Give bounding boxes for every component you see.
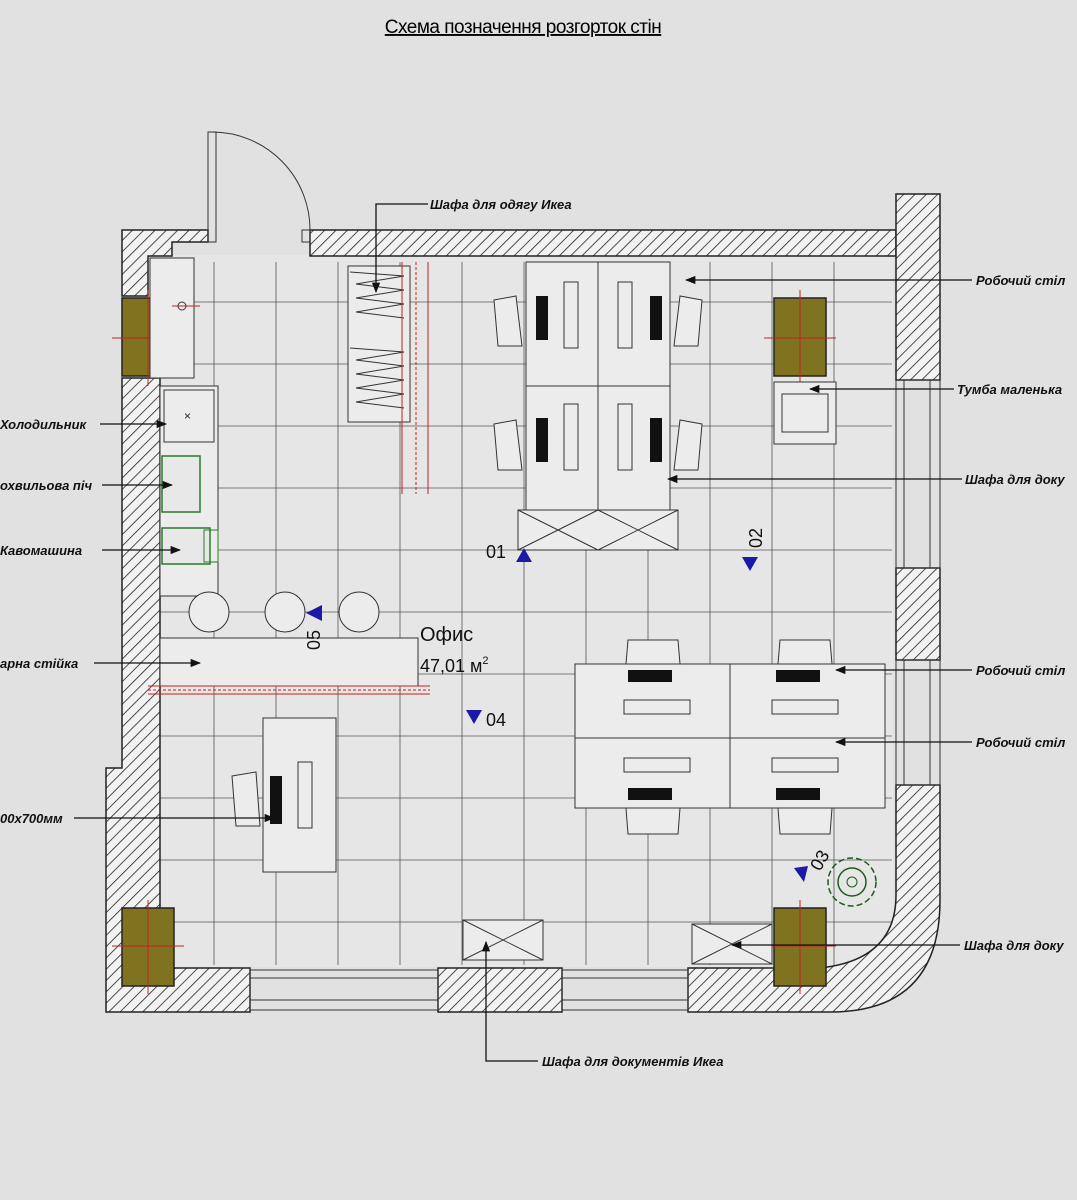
windows — [249, 379, 941, 1011]
document-shelves — [462, 919, 773, 965]
single-desk — [231, 717, 337, 873]
microwave — [161, 455, 201, 513]
plan-title: Схема позначення розгорток стін — [385, 17, 661, 38]
room-area: 47,01 м2 — [420, 655, 489, 676]
entrance-door — [207, 131, 311, 243]
viewpoint-04-icon — [466, 710, 482, 724]
viewpoint-02-label: 02 — [746, 528, 766, 548]
viewpoint-05-label: 05 — [304, 630, 324, 650]
callouts: Шафа для одягу Икеа Робочий стіл Тумба м… — [0, 197, 1065, 1069]
viewpoint-01-icon — [516, 548, 532, 562]
small-cabinet — [773, 381, 837, 445]
viewpoint-04-label: 04 — [486, 710, 506, 730]
label-doc-shelf-right: Шафа для доку — [965, 472, 1065, 487]
label-coffee: Кавомашина — [0, 543, 82, 558]
coffee-machine — [161, 527, 211, 565]
desk-cluster-top — [493, 261, 703, 551]
label-desk-mid1: Робочий стіл — [976, 663, 1065, 678]
kitchen-unit: × — [149, 257, 219, 597]
label-bar: арна стійка — [0, 656, 78, 671]
label-desk-mid2: Робочий стіл — [976, 735, 1065, 750]
label-doc-shelf-right2: Шафа для доку — [964, 938, 1064, 953]
wardrobe — [347, 262, 429, 494]
viewpoint-05-icon — [306, 605, 322, 621]
label-fridge: Холодильник — [0, 417, 88, 432]
viewpoint-02-icon — [742, 557, 758, 571]
svg-text:×: × — [184, 409, 191, 423]
plant-icon — [827, 857, 877, 907]
walls — [105, 193, 941, 1013]
desk-cluster-right — [574, 639, 886, 835]
room-name: Офис — [420, 624, 473, 646]
label-wardrobe: Шафа для одягу Икеа — [430, 197, 572, 212]
viewpoint-03-icon — [794, 866, 808, 882]
label-cabinet-small: Тумба маленька — [957, 382, 1062, 397]
label-microwave: охвильова піч — [0, 478, 92, 493]
label-doc-shelf-bottom: Шафа для документів Икеа — [542, 1054, 724, 1069]
fridge — [163, 389, 215, 443]
viewpoint-markers — [306, 548, 808, 882]
label-desk-top: Робочий стіл — [976, 273, 1065, 288]
label-desk-size: 00х700мм — [0, 811, 63, 826]
bar-counter — [148, 591, 430, 695]
viewpoint-01-label: 01 — [486, 542, 506, 562]
